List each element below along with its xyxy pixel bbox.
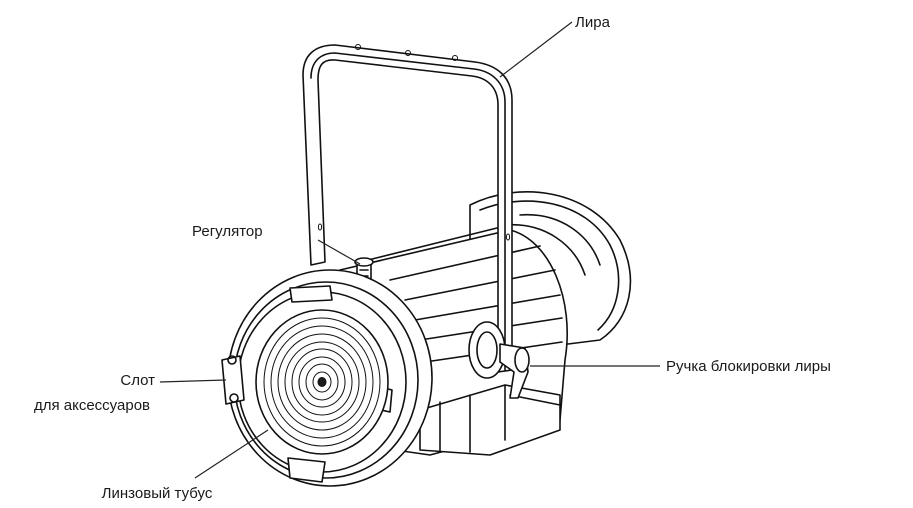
label-yoke: Лира [575, 14, 611, 31]
yoke [302, 44, 513, 373]
leader-adjuster [317, 239, 361, 265]
label-accessory-slot-line1: Слот [120, 372, 155, 389]
label-accessory-slot-line2: для аксессуаров [34, 397, 150, 414]
label-yoke-lock-handle: Ручка блокировки лиры [666, 358, 831, 375]
yoke-lock-handle [468, 321, 530, 399]
label-adjuster: Регулятор [192, 223, 263, 240]
leader-accessory-slot [159, 379, 227, 383]
leader-yoke [499, 21, 573, 78]
leader-lens-tube [194, 429, 269, 479]
label-lens-tube: Линзовый тубус [102, 485, 213, 502]
fresnel-lens [255, 309, 389, 455]
